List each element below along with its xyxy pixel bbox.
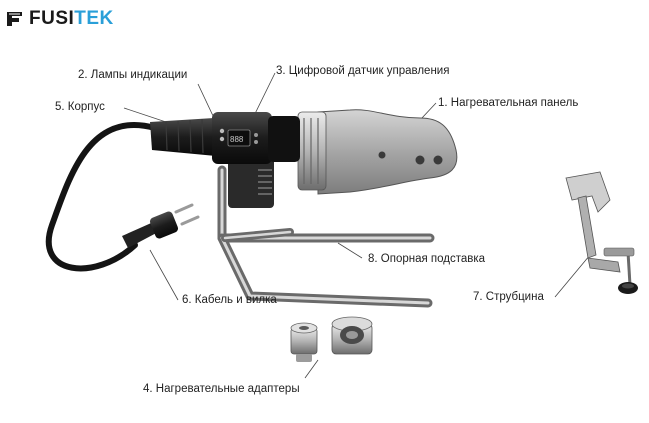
control-button <box>254 140 258 144</box>
brand-name-part1: FUSI <box>29 8 75 29</box>
leader-support-stand <box>337 242 363 259</box>
plate-hole <box>433 155 443 165</box>
brand-name: FUSITEK <box>29 8 114 30</box>
heating-adapter-large <box>331 316 373 355</box>
head-collar <box>268 116 300 162</box>
plate-flange <box>297 111 327 191</box>
plug-icon <box>122 203 200 248</box>
indicator-lamp <box>219 136 225 142</box>
display-glyphs: 888 <box>230 135 244 144</box>
leader-clamp <box>554 254 591 298</box>
heating-adapter-small <box>290 322 318 362</box>
plate-hole <box>378 151 386 159</box>
label-housing: 5. Корпус <box>55 101 105 113</box>
label-support-stand: 8. Опорная подставка <box>368 253 486 265</box>
support-stand <box>217 165 435 308</box>
clamp-icon <box>565 171 638 294</box>
plate-hole <box>415 155 425 165</box>
label-digital-sensor: 3. Цифровой датчик управления <box>276 65 450 77</box>
label-heating-adapters: 4. Нагревательные адаптеры <box>143 383 300 395</box>
label-clamp: 7. Струбцина <box>473 291 544 303</box>
device-handle <box>150 118 216 156</box>
control-button <box>254 133 258 137</box>
leader-cable-plug <box>149 249 179 301</box>
handle-grip <box>165 118 204 154</box>
brand-mark-icon <box>7 12 22 26</box>
indicator-lamp <box>219 128 225 134</box>
heating-plate <box>317 109 458 195</box>
brand-name-part2: TEK <box>74 8 114 29</box>
label-indicator-lamps: 2. Лампы индикации <box>78 69 188 81</box>
digital-display <box>227 129 251 147</box>
leader-heating-adapters <box>304 359 319 379</box>
label-cable-plug: 6. Кабель и вилка <box>182 294 277 306</box>
device-lower-block <box>228 158 274 208</box>
brand-logo: FUSITEK <box>6 8 114 30</box>
label-heating-panel: 1. Нагревательная панель <box>438 97 579 109</box>
power-cable <box>45 122 158 272</box>
vent-grille <box>258 169 272 195</box>
